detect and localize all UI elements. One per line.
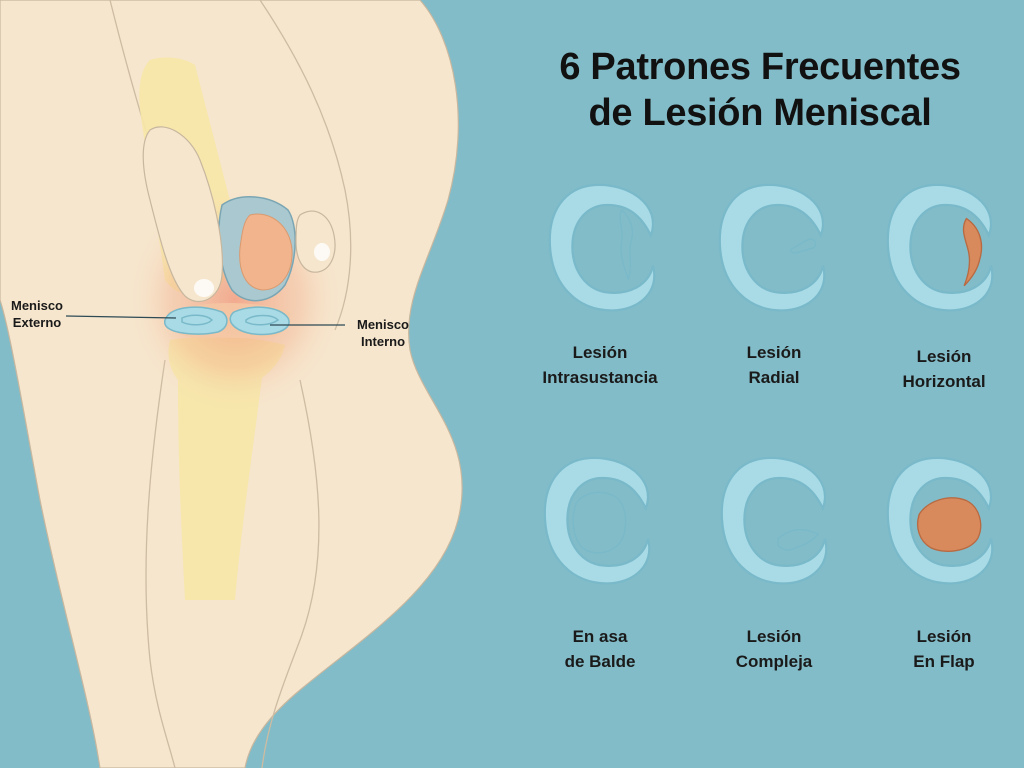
external-meniscus-pointer	[65, 315, 177, 319]
caption-line-2: Intrasustancia	[542, 368, 658, 387]
caption-line-1: Lesión	[916, 627, 972, 646]
femoral-condyle	[239, 213, 293, 291]
caption-line-2: Compleja	[735, 652, 813, 671]
caption-line-2: Horizontal	[902, 372, 986, 391]
meniscus-icon-compleja	[720, 456, 828, 585]
knee-illustration	[0, 0, 463, 768]
caption-line-2: Radial	[748, 368, 800, 387]
internal-label-line-2: Interno	[360, 334, 406, 349]
meniscus-shape	[886, 456, 994, 585]
leg-contour	[259, 0, 352, 331]
external-label-line-1: Menisco	[10, 298, 63, 313]
hand-fingers	[142, 126, 224, 303]
page-title: 6 Patrones Frecuentes de Lesión Meniscal	[500, 44, 1020, 136]
internal-label-line-1: Menisco	[356, 317, 409, 332]
external-label-line-2: Externo	[12, 315, 62, 330]
meniscus-shape	[886, 183, 994, 312]
leg-contour	[145, 359, 176, 768]
meniscus-icon-en-flap	[886, 456, 994, 585]
caption-line-1: Lesión	[746, 627, 802, 646]
lesion-mark	[916, 497, 982, 552]
caption-line-1: En asa	[572, 627, 628, 646]
caption-compleja: Lesión Compleja	[684, 624, 864, 674]
internal-meniscus-label: Menisco Interno	[350, 316, 416, 350]
external-meniscus	[163, 306, 228, 335]
internal-meniscus	[229, 306, 290, 336]
lesion-mark	[962, 217, 983, 287]
lesion-mark	[619, 208, 634, 282]
fingernail	[314, 243, 330, 261]
lesion-mark	[777, 528, 820, 551]
meniscus-shape	[718, 183, 826, 312]
caption-line-2: En Flap	[913, 652, 975, 671]
caption-radial: Lesión Radial	[684, 340, 864, 390]
caption-en-flap: Lesión En Flap	[854, 624, 1024, 674]
caption-asa-de-balde: En asa de Balde	[510, 624, 690, 674]
caption-line-1: Lesión	[572, 343, 628, 362]
lesion-icon-grid	[543, 183, 994, 585]
meniscus-icon-intrasustancia	[548, 183, 656, 312]
caption-intrasustancia: Lesión Intrasustancia	[510, 340, 690, 390]
caption-line-1: Lesión	[746, 343, 802, 362]
title-line-1: 6 Patrones Frecuentes	[559, 46, 961, 88]
meniscus-icon-asa-de-balde	[543, 456, 651, 585]
caption-horizontal: Lesión Horizontal	[854, 344, 1024, 394]
caption-line-1: Lesión	[916, 347, 972, 366]
external-meniscus-label: Menisco Externo	[4, 297, 70, 331]
fingernail	[194, 279, 214, 297]
lesion-mark	[789, 238, 817, 254]
title-line-2: de Lesión Meniscal	[588, 92, 932, 134]
meniscus-icon-radial	[718, 183, 826, 312]
meniscus-shape	[548, 183, 656, 312]
meniscus-shape	[543, 456, 651, 585]
meniscus-icon-horizontal	[886, 183, 994, 312]
caption-line-2: de Balde	[564, 652, 636, 671]
leg-contour	[261, 379, 320, 768]
lesion-mark	[572, 491, 627, 554]
meniscus-shape	[720, 456, 828, 585]
